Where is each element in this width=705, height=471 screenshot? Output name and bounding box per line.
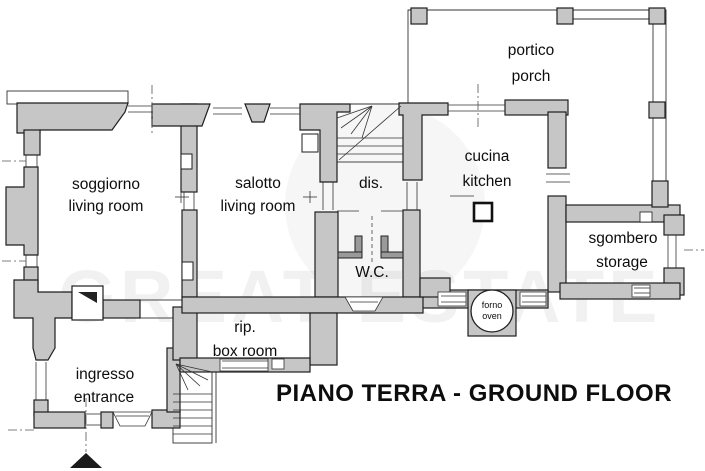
- room-label-ingresso-en: entrance: [74, 389, 134, 406]
- portico-outline: [407, 9, 667, 205]
- room-label-rip-it: rip.: [234, 319, 256, 336]
- room-label-dis: dis.: [359, 175, 383, 192]
- room-label-portico-it: portico: [508, 42, 555, 59]
- room-label-soggiorno-en: living room: [69, 198, 144, 215]
- room-label-forno-it: forno: [482, 300, 503, 310]
- entrance-arrow-icon: [70, 453, 102, 468]
- room-label-wc: W.C.: [355, 264, 389, 281]
- room-label-rip-en: box room: [213, 343, 278, 360]
- room-label-salotto-it: salotto: [235, 175, 281, 192]
- room-label-sgombero-en: storage: [596, 254, 648, 271]
- fixtures: [70, 201, 494, 468]
- door-window-lines: [25, 104, 677, 426]
- section-lines: [2, 84, 704, 452]
- fireplace-wedge: [78, 292, 97, 303]
- room-label-salotto-en: living room: [221, 198, 296, 215]
- portico-pillars: [410, 7, 666, 119]
- staircase-entrance: [173, 363, 213, 435]
- room-labels: soggiorno living room salotto living roo…: [69, 42, 658, 406]
- room-label-soggiorno-it: soggiorno: [72, 176, 140, 193]
- plan-title: PIANO TERRA - GROUND FLOOR: [276, 380, 672, 407]
- room-label-portico-en: porch: [512, 68, 551, 85]
- room-label-cucina-en: kitchen: [462, 173, 511, 190]
- oven-circle: [470, 289, 514, 333]
- fireplace: [71, 285, 104, 321]
- room-label-forno-en: oven: [482, 311, 502, 321]
- staircase-dis: [336, 105, 403, 161]
- room-label-cucina-it: cucina: [465, 148, 510, 165]
- kitchen-pillar: [472, 201, 494, 223]
- room-label-ingresso-it: ingresso: [76, 366, 135, 383]
- room-label-sgombero-it: sgombero: [589, 230, 658, 247]
- wc-partition: [337, 235, 404, 259]
